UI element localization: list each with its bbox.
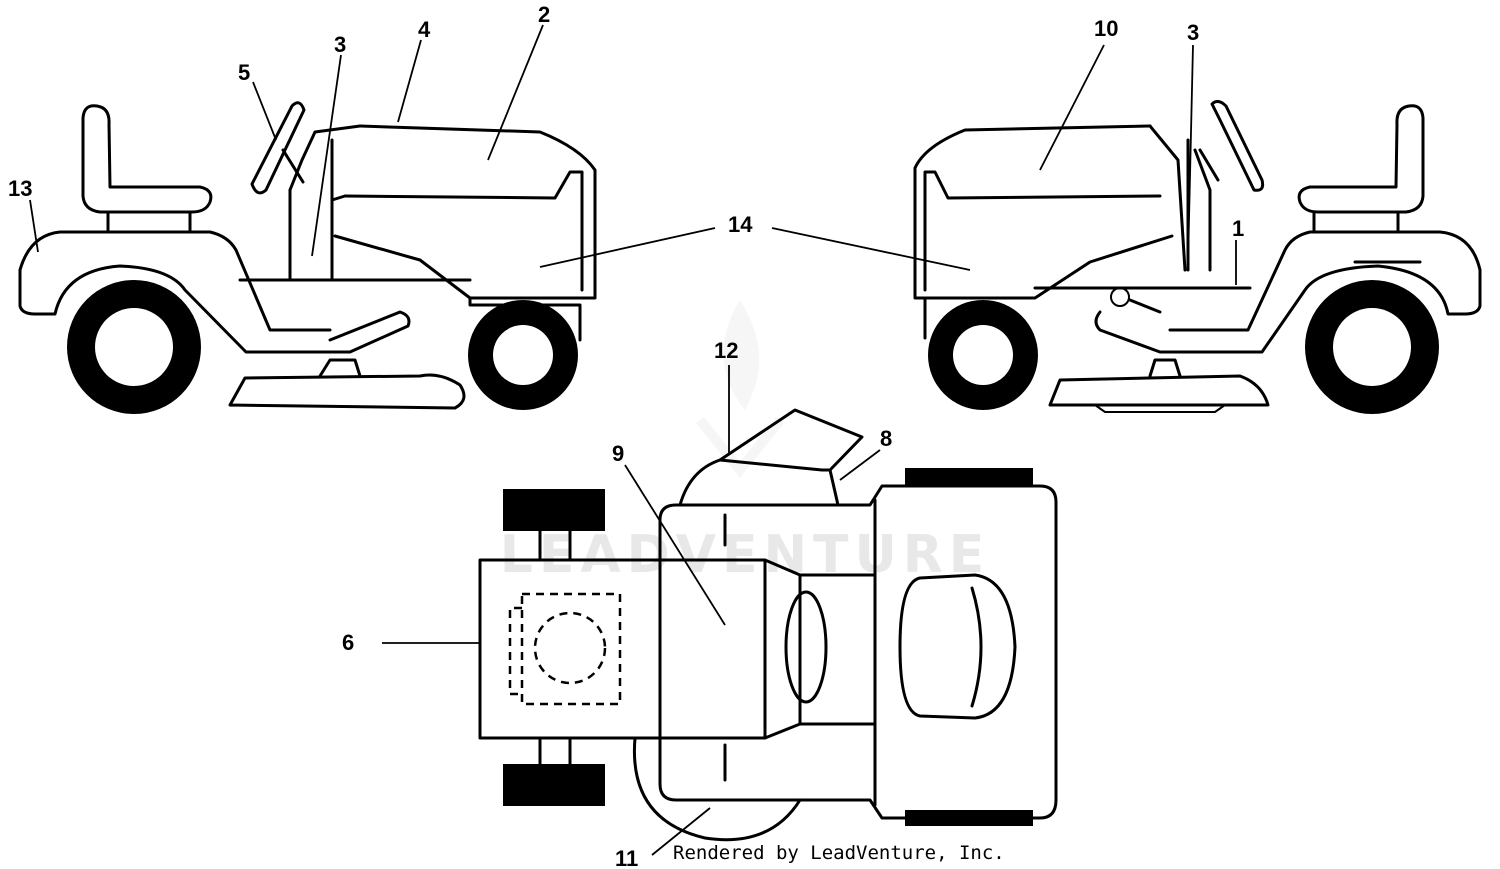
callout-1: 1 xyxy=(1232,216,1244,241)
left-side-view xyxy=(18,101,597,414)
callout-14: 14 xyxy=(728,212,753,237)
callout-2: 2 xyxy=(538,2,550,27)
callout-12: 12 xyxy=(714,338,738,363)
callout-5: 5 xyxy=(238,60,250,85)
callout-10: 10 xyxy=(1094,16,1118,41)
callout-3-left: 3 xyxy=(334,32,346,57)
right-side-view xyxy=(913,99,1482,414)
watermark-text: LEADVENTURE xyxy=(500,525,991,585)
top-front-wheel-lower xyxy=(503,764,605,806)
top-view xyxy=(478,408,1058,842)
callout-3-right: 3 xyxy=(1187,20,1199,45)
callout-labels: 13 5 3 4 2 14 10 3 1 12 8 9 6 11 xyxy=(8,2,1244,869)
callout-11: 11 xyxy=(615,846,638,869)
callout-4: 4 xyxy=(418,17,431,42)
callout-13: 13 xyxy=(8,176,32,201)
callout-9: 9 xyxy=(612,441,624,466)
watermark-flame-icon xyxy=(696,300,784,479)
top-rear-wheel-upper xyxy=(905,468,1033,486)
top-front-wheel-upper xyxy=(503,489,605,531)
callout-6: 6 xyxy=(342,630,354,655)
credit-text: Rendered by LeadVenture, Inc. xyxy=(673,842,1005,864)
callout-8: 8 xyxy=(880,426,892,451)
leader-lines xyxy=(29,24,1237,856)
